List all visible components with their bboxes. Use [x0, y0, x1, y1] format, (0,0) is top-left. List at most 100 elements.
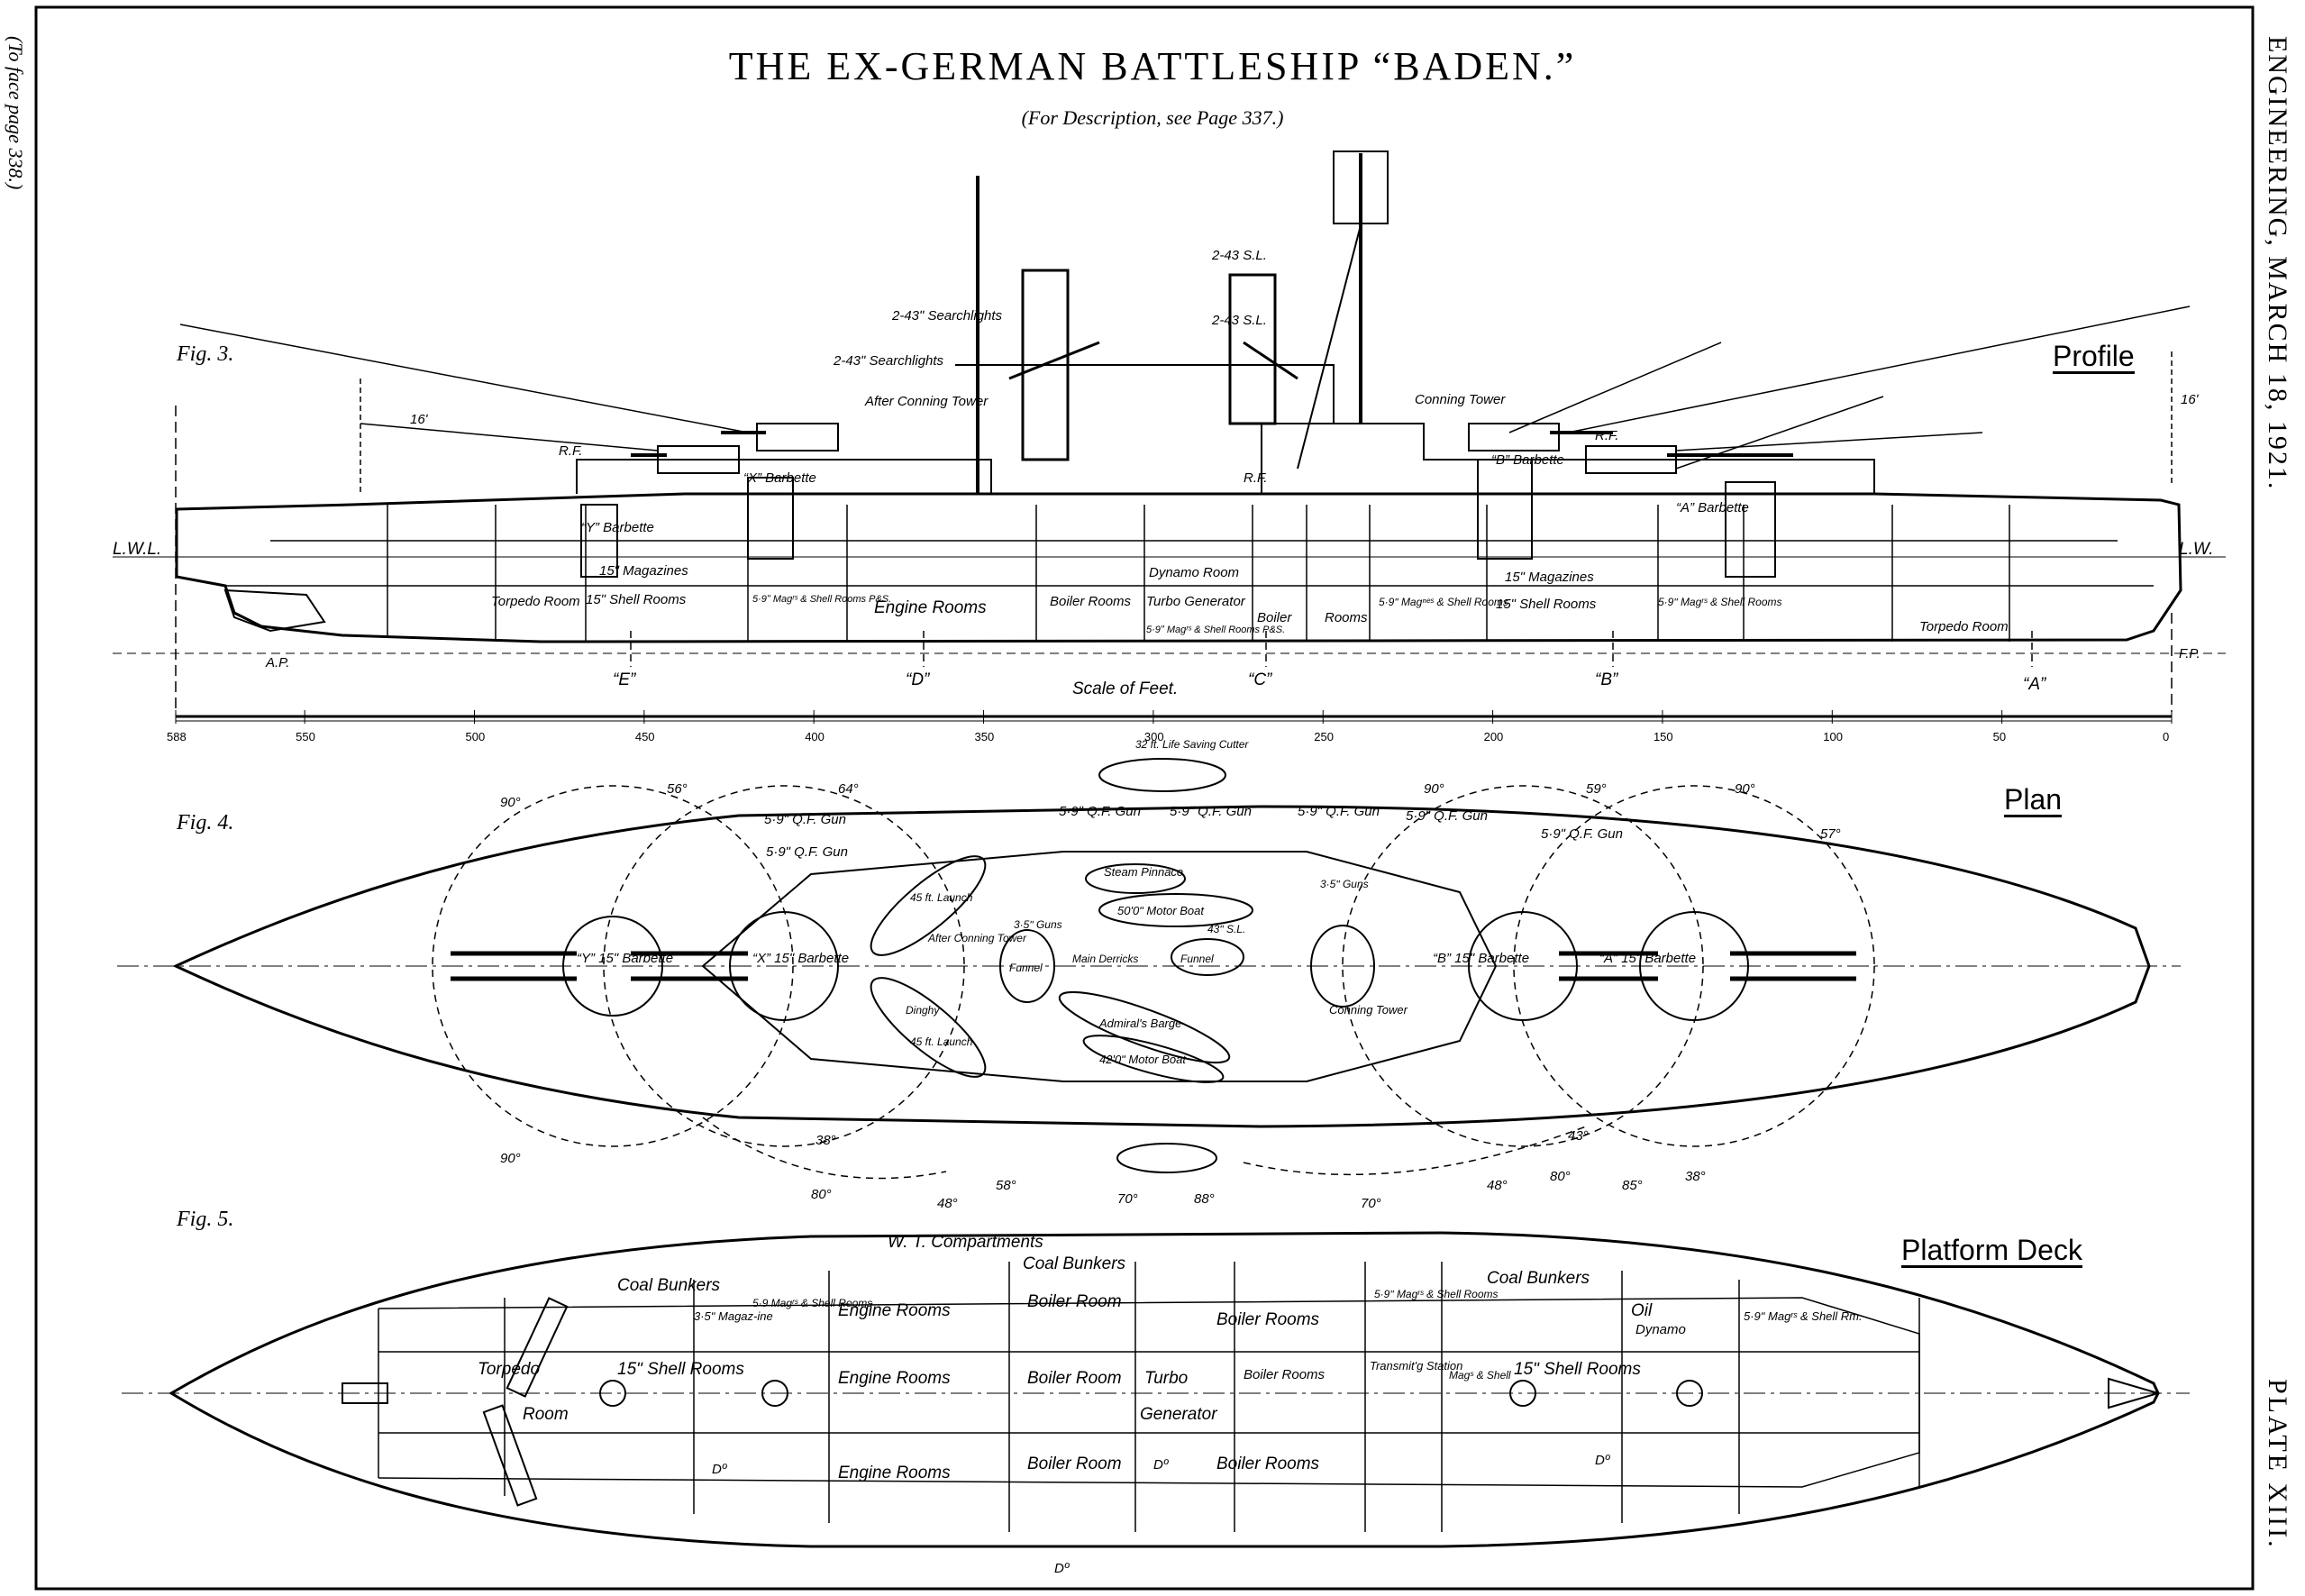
training-angle-label: 80° — [1550, 1169, 1571, 1184]
label-conning-tower: Conning Tower — [1415, 392, 1506, 407]
label-qf-7: 5·9ʺ Q.F. Gun — [766, 844, 848, 860]
plan-superstructure — [701, 851, 1498, 1082]
elevation-lines — [179, 306, 2191, 496]
label-searchlights-1: 2-43ʺ Searchlights — [891, 308, 1003, 324]
label-launch-2: 45 ft. Launch — [910, 1035, 973, 1048]
training-angle-label: 90° — [1735, 781, 1755, 797]
label-plan-conning-tower: Conning Tower — [1329, 1003, 1408, 1017]
platform-torpedo-tube-2 — [482, 1404, 538, 1507]
label-mag-59-fwd: 5·9ʺ Magʳˢ & Shell Rm. — [1744, 1309, 1863, 1323]
label-steam-pinnace: Steam Pinnace — [1104, 865, 1183, 879]
label-torpedo-aft: Torpedo Room — [491, 594, 580, 609]
label-ap: A.P. — [265, 655, 289, 670]
label-shell-aft: 15ʺ Shell Rooms — [586, 592, 687, 607]
plan-conning-tower — [1310, 925, 1375, 1008]
label-boiler-2: Boiler — [1257, 610, 1292, 625]
turret-y — [657, 445, 740, 474]
label-y-barbette: “Y” Barbette — [581, 520, 654, 535]
profile-forecastle — [1261, 423, 1875, 494]
platform-deck-view — [122, 1231, 2190, 1548]
label-mag-59-mid: 5·9ʺ Magʳˢ & Shell Rooms P&S. — [1146, 625, 1285, 635]
label-guns-35-1: 3·5ʺ Guns — [1014, 918, 1062, 931]
label-sl-fore-1: 2-43 S.L. — [1211, 248, 1267, 263]
label-engine-3: Engine Rooms — [838, 1464, 951, 1482]
label-sl-fore-2: 2-43 S.L. — [1211, 313, 1267, 328]
plan-launch-2 — [870, 977, 987, 1078]
platform-inner-wall — [378, 1297, 1920, 1488]
label-wt: W. T. Compartments — [888, 1233, 1043, 1252]
plan-launch-1 — [870, 855, 987, 956]
label-a-barbette: “A” Barbette — [1676, 500, 1749, 515]
section-a: “A” — [2023, 675, 2047, 694]
label-mag-59-aft: 5·9ʺ Magʳˢ & Shell Rooms P&S. — [752, 594, 891, 605]
platform-bulkheads — [378, 1262, 1920, 1532]
plan-motorboat-42 — [1082, 1035, 1225, 1083]
label-generator: Generator — [1140, 1405, 1217, 1424]
label-plan-y: “Y” 15ʺ Barbette — [577, 951, 673, 966]
platform-labels: W. T. Compartments Coal Bunkers Coal Bun… — [478, 1233, 1863, 1576]
training-angle-label: 70° — [1117, 1191, 1138, 1207]
fore-top — [1333, 150, 1389, 224]
label-ditto-2: Dº — [1153, 1457, 1170, 1473]
label-sl-43: 43ʺ S.L. — [1207, 923, 1245, 935]
fig4-heading: Plan — [2004, 783, 2063, 817]
training-angle-label: 48° — [937, 1196, 958, 1211]
turret-a — [1585, 445, 1677, 474]
label-after-conning: After Conning Tower — [927, 932, 1027, 944]
barbette-a — [1725, 481, 1776, 578]
platform-hoist-4 — [1676, 1380, 1703, 1407]
label-coal-2: Coal Bunkers — [1023, 1254, 1126, 1273]
label-coal-3: Coal Bunkers — [1487, 1269, 1590, 1288]
label-mag-59-mid: 5·9ʺ Magʳˢ & Shell Rooms — [1374, 1288, 1499, 1300]
label-motor-50: 50'0ʺ Motor Boat — [1117, 904, 1205, 917]
label-b-barbette: “B” Barbette — [1491, 452, 1564, 468]
label-mag-59-fwd2: 5·9ʺ Magʳˢ & Shell Rooms — [1658, 596, 1782, 608]
scale-tick-label: 550 — [296, 730, 315, 743]
fore-strut — [1297, 224, 1362, 470]
label-plan-a: “A” 15ʺ Barbette — [1599, 951, 1696, 966]
label-admiral-barge: Admiral's Barge — [1098, 1017, 1181, 1030]
profile-superstructure — [576, 459, 992, 494]
label-mag-59-fwd1: 5·9ʺ Magⁿᵉˢ & Shell Rooms — [1379, 596, 1508, 608]
scale-tick-label: 500 — [465, 730, 485, 743]
plate-title: THE EX-GERMAN BATTLESHIP “BADEN.” — [728, 44, 1577, 88]
plate-border — [34, 5, 2255, 1591]
label-engine-2: Engine Rooms — [838, 1369, 951, 1388]
funnel-fwd — [1228, 273, 1277, 425]
scale-tick-label: 50 — [1993, 730, 2006, 743]
training-angle-label: 43° — [1568, 1128, 1589, 1144]
label-rooms-2: Rooms — [1325, 610, 1368, 625]
training-angle-label: 38° — [815, 1133, 836, 1148]
label-magazines-fwd: 15ʺ Magazines — [1505, 570, 1594, 585]
platform-hoist-3 — [1509, 1380, 1536, 1407]
scale-tick-label: 250 — [1314, 730, 1334, 743]
section-e: “E” — [613, 670, 637, 689]
label-main-derricks: Main Derricks — [1072, 953, 1138, 965]
training-angle-label: 90° — [1424, 781, 1444, 797]
section-d: “D” — [906, 670, 931, 689]
scale-tick-label: 200 — [1484, 730, 1504, 743]
label-shell-fwd: 15ʺ Shell Rooms — [1514, 1360, 1641, 1379]
plan-guns — [451, 951, 1856, 981]
plate-number: PLATE XIII. — [2263, 1379, 2292, 1550]
label-qf-6: 5·9ʺ Q.F. Gun — [1541, 826, 1623, 842]
plan-funnel-aft — [999, 929, 1055, 1003]
training-angle-label: 59° — [1586, 781, 1607, 797]
fig4-number: Fig. 4. — [177, 811, 234, 834]
label-guns-35-2: 3·5ʺ Guns — [1320, 878, 1369, 890]
scale-tick-label: 300 — [1144, 730, 1164, 743]
label-boiler-room-3: Boiler Room — [1027, 1455, 1122, 1473]
training-angle-label: 38° — [1685, 1169, 1706, 1184]
section-c: “C” — [1248, 670, 1273, 689]
training-angle-label: 90° — [500, 795, 521, 810]
profile-view — [113, 150, 2226, 712]
plan-motorboat-50 — [1098, 893, 1253, 927]
label-funnel-fwd: Funnel — [1180, 953, 1214, 965]
label-plan-x: “X” 15ʺ Barbette — [752, 951, 849, 966]
label-room: Room — [523, 1405, 569, 1424]
scale-tick-label: 150 — [1654, 730, 1673, 743]
platform-stern-tip — [342, 1382, 388, 1404]
plan-labels: 32 ft. Life Saving Cutter 5·9ʺ Q.F. Gun … — [577, 738, 1696, 1066]
label-lw: L.W. — [2179, 540, 2213, 559]
label-magazine-35: 3·5ʺ Magaz-ine — [694, 1309, 773, 1323]
